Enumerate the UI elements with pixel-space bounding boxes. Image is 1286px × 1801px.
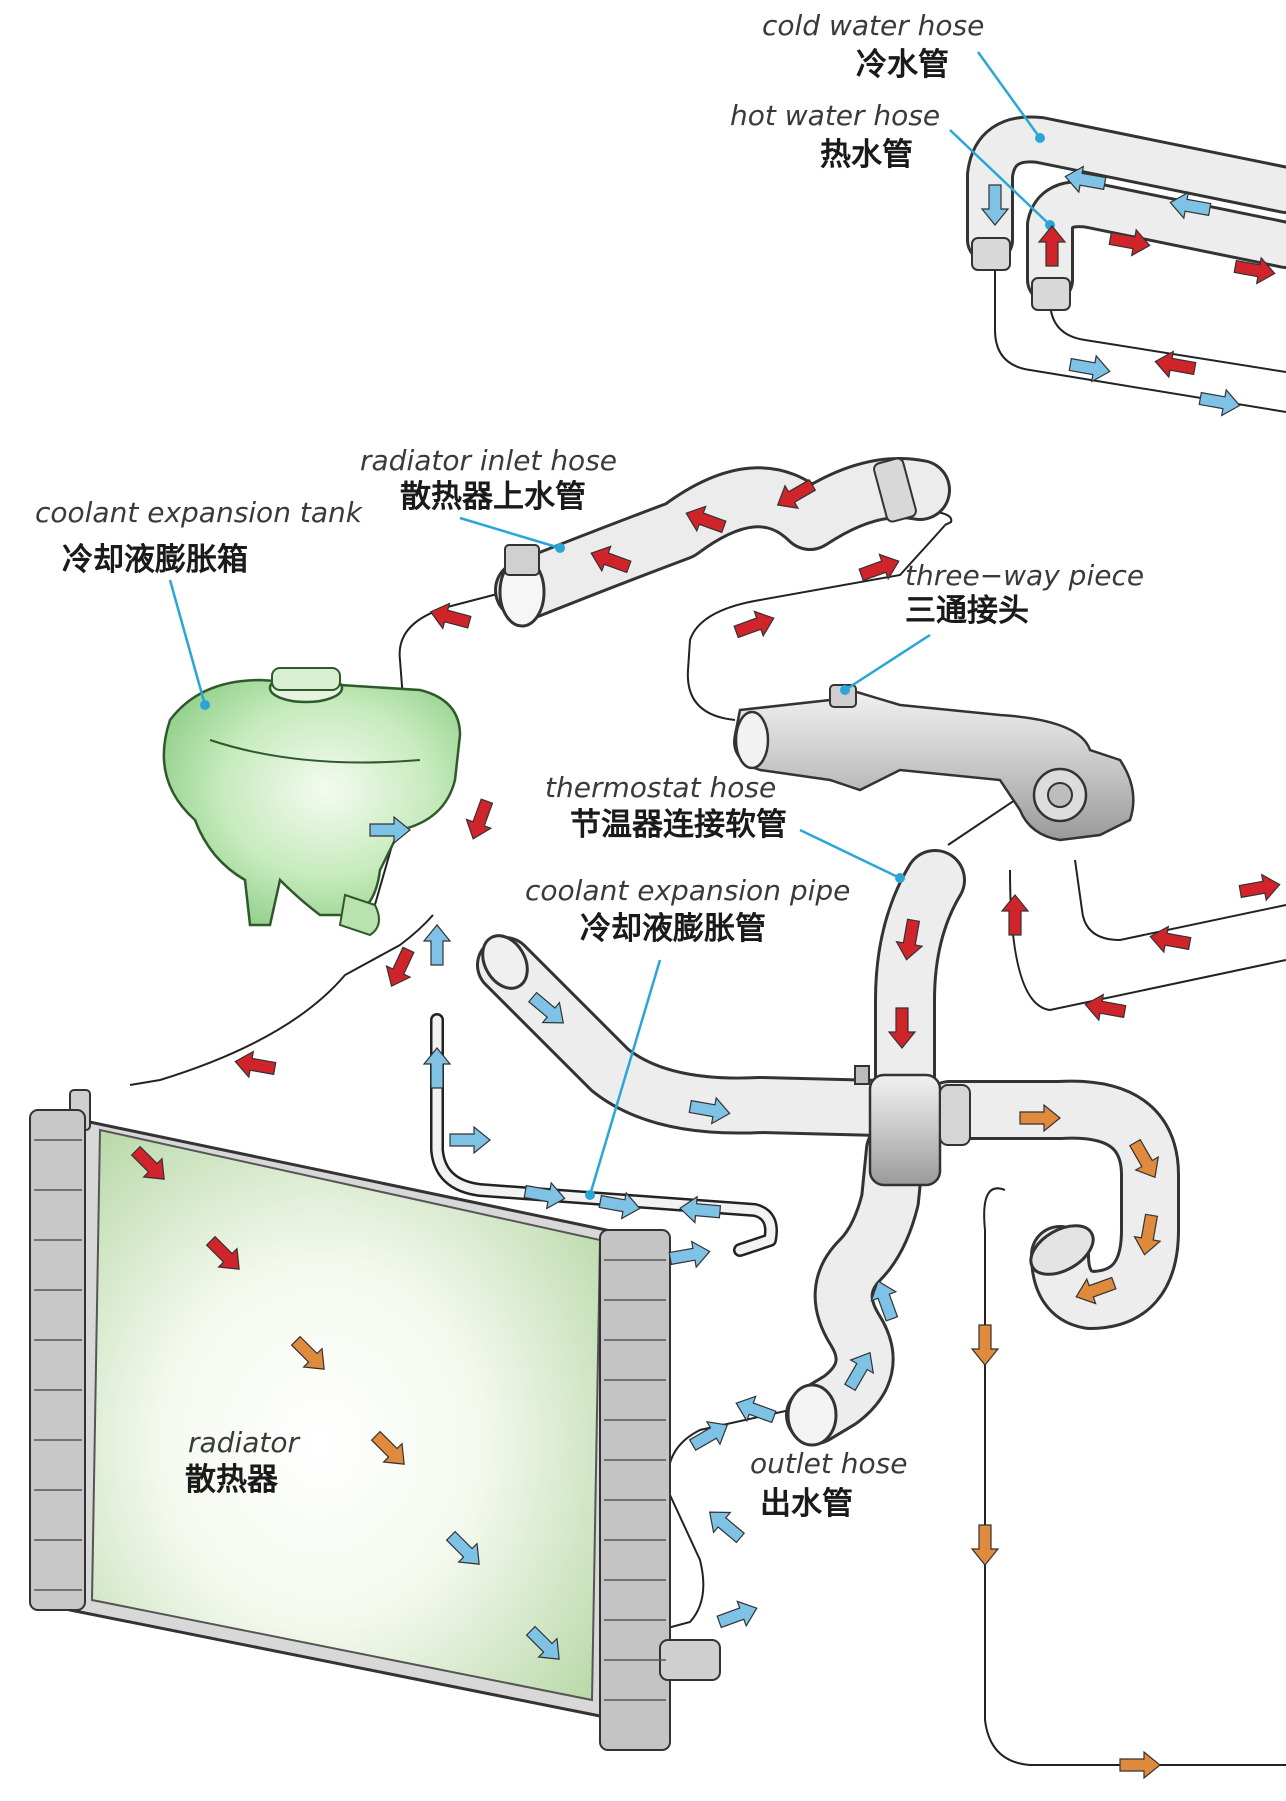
hot-water-hose-label: hot water hose bbox=[730, 99, 941, 132]
outlet-hose-label-zh: 出水管 bbox=[760, 1486, 853, 1522]
flow-arrow-cold bbox=[525, 1625, 560, 1660]
leader-cold-water-hose bbox=[976, 51, 1042, 139]
flow-arrow-cold bbox=[445, 1530, 480, 1565]
flow-arrow-warm bbox=[1128, 1138, 1160, 1179]
flow-arrow-cold bbox=[422, 1047, 452, 1089]
thermostat-hose-label-zh: 节温器连接软管 bbox=[570, 807, 787, 843]
coolant-expansion-tank-shape bbox=[162, 667, 462, 937]
flow-arrow-hot bbox=[205, 1235, 240, 1270]
flow-arrow-hot bbox=[887, 1007, 917, 1049]
coolant-expansion-pipe-label: coolant expansion pipe bbox=[525, 874, 851, 907]
flow-arrow-warm bbox=[1019, 1103, 1061, 1133]
three-way-piece-label: three−way piece bbox=[905, 559, 1145, 592]
flow-arrow-hot bbox=[1149, 925, 1192, 954]
outlet-hose-label: outlet hose bbox=[750, 1447, 908, 1480]
radiator-inlet-hose-label: radiator inlet hose bbox=[360, 444, 618, 477]
leader-expansion-pipe bbox=[588, 959, 662, 1196]
flow-arrow-warm bbox=[290, 1335, 325, 1370]
flow-arrow-warm bbox=[970, 1524, 1000, 1566]
flow-arrow-cold bbox=[980, 184, 1010, 226]
flow-arrow-hot bbox=[776, 478, 817, 510]
flow-arrow-cold bbox=[369, 815, 411, 845]
flow-arrow-hot bbox=[685, 505, 727, 534]
radiator-inlet-hose-label-zh: 散热器上水管 bbox=[400, 479, 586, 515]
flow-arrows bbox=[130, 165, 1281, 1780]
flow-arrow-cold bbox=[716, 1600, 758, 1629]
radiator-label-zh: 散热器 bbox=[185, 1462, 278, 1498]
flow-arrow-cold bbox=[523, 1181, 566, 1210]
circuit-line-heater-bottom bbox=[983, 1187, 1286, 1766]
circuit-line-three-way-loop bbox=[686, 509, 953, 721]
lower-crossover-hose bbox=[476, 934, 909, 1137]
flow-arrow-cold bbox=[735, 1395, 777, 1424]
flow-arrow-cold bbox=[1068, 354, 1111, 383]
flow-arrow-warm bbox=[370, 1430, 405, 1465]
flow-arrow-hot bbox=[465, 798, 494, 840]
heater-hoses bbox=[966, 115, 1286, 311]
flow-arrow-cold bbox=[668, 1240, 711, 1269]
flow-arrow-cold bbox=[688, 1420, 729, 1452]
flow-arrow-cold bbox=[1198, 388, 1241, 417]
flow-arrow-hot bbox=[130, 1145, 165, 1180]
circuit-line-heater bbox=[994, 258, 1286, 413]
flow-arrow-warm bbox=[1133, 1213, 1162, 1256]
coolant-expansion-tank-label-zh: 冷却液膨胀箱 bbox=[62, 542, 248, 578]
thermostat-hose bbox=[874, 849, 966, 1121]
flow-arrow-cold bbox=[843, 1351, 875, 1392]
flow-arrow-hot bbox=[1238, 873, 1281, 902]
cold-water-hose-label: cold water hose bbox=[762, 9, 985, 42]
flow-arrow-cold bbox=[598, 1191, 641, 1220]
leader-thermostat-hose bbox=[799, 828, 901, 880]
circuit-line-engine-right bbox=[1074, 859, 1286, 942]
flow-arrow-hot bbox=[1154, 350, 1197, 379]
radiator-fins bbox=[34, 1139, 666, 1701]
flow-arrow-hot bbox=[895, 918, 924, 961]
flow-arrow-cold bbox=[1169, 191, 1212, 220]
bypass-hose bbox=[920, 1079, 1180, 1330]
leader-hot-water-hose bbox=[949, 129, 1051, 226]
flow-arrow-hot bbox=[733, 610, 775, 639]
flow-arrow-cold bbox=[527, 991, 565, 1024]
flow-arrow-hot bbox=[1108, 228, 1151, 257]
flow-arrow-hot bbox=[385, 946, 415, 987]
hose-junction bbox=[854, 1065, 971, 1187]
coolant-expansion-pipe bbox=[430, 1013, 778, 1257]
cold-water-hose-label-zh: 冷水管 bbox=[856, 47, 949, 83]
flow-arrow-hot bbox=[1084, 993, 1127, 1022]
coolant-expansion-pipe-label-zh: 冷却液膨胀管 bbox=[580, 911, 766, 947]
three-way-piece-label-zh: 三通接头 bbox=[905, 593, 1029, 629]
radiator-shape bbox=[29, 1089, 721, 1751]
three-way-piece bbox=[733, 684, 1135, 842]
flow-arrow-hot bbox=[1000, 894, 1030, 936]
leader-lines bbox=[168, 51, 1051, 1196]
flow-arrow-cold bbox=[679, 1195, 722, 1224]
flow-arrow-cold bbox=[870, 1280, 899, 1322]
hot-water-hose-label-zh: 热水管 bbox=[820, 137, 913, 173]
flow-arrow-cold bbox=[708, 1511, 746, 1544]
leader-expansion-tank bbox=[168, 579, 207, 706]
flow-arrow-hot bbox=[1233, 256, 1276, 285]
leader-three-way-piece bbox=[844, 633, 931, 692]
leader-radiator-inlet-hose bbox=[459, 516, 561, 550]
flow-arrow-cold bbox=[688, 1096, 731, 1125]
flow-arrow-hot bbox=[858, 553, 900, 582]
flow-arrow-hot bbox=[590, 545, 632, 574]
flow-arrow-cold bbox=[449, 1125, 491, 1155]
radiator-label: radiator bbox=[188, 1426, 300, 1459]
flow-arrow-hot bbox=[234, 1050, 277, 1079]
flow-arrow-cold bbox=[1064, 165, 1107, 194]
flow-arrow-warm bbox=[1075, 1276, 1117, 1305]
thermostat-hose-label: thermostat hose bbox=[545, 771, 777, 804]
flow-arrow-hot bbox=[1037, 225, 1067, 267]
flow-arrow-hot bbox=[429, 602, 472, 630]
flow-arrow-warm bbox=[970, 1324, 1000, 1366]
circuit-line-tank-return bbox=[129, 914, 434, 1086]
flow-arrow-warm bbox=[1119, 1750, 1161, 1780]
coolant-expansion-tank-label: coolant expansion tank bbox=[35, 496, 362, 529]
flow-arrow-cold bbox=[422, 924, 452, 966]
